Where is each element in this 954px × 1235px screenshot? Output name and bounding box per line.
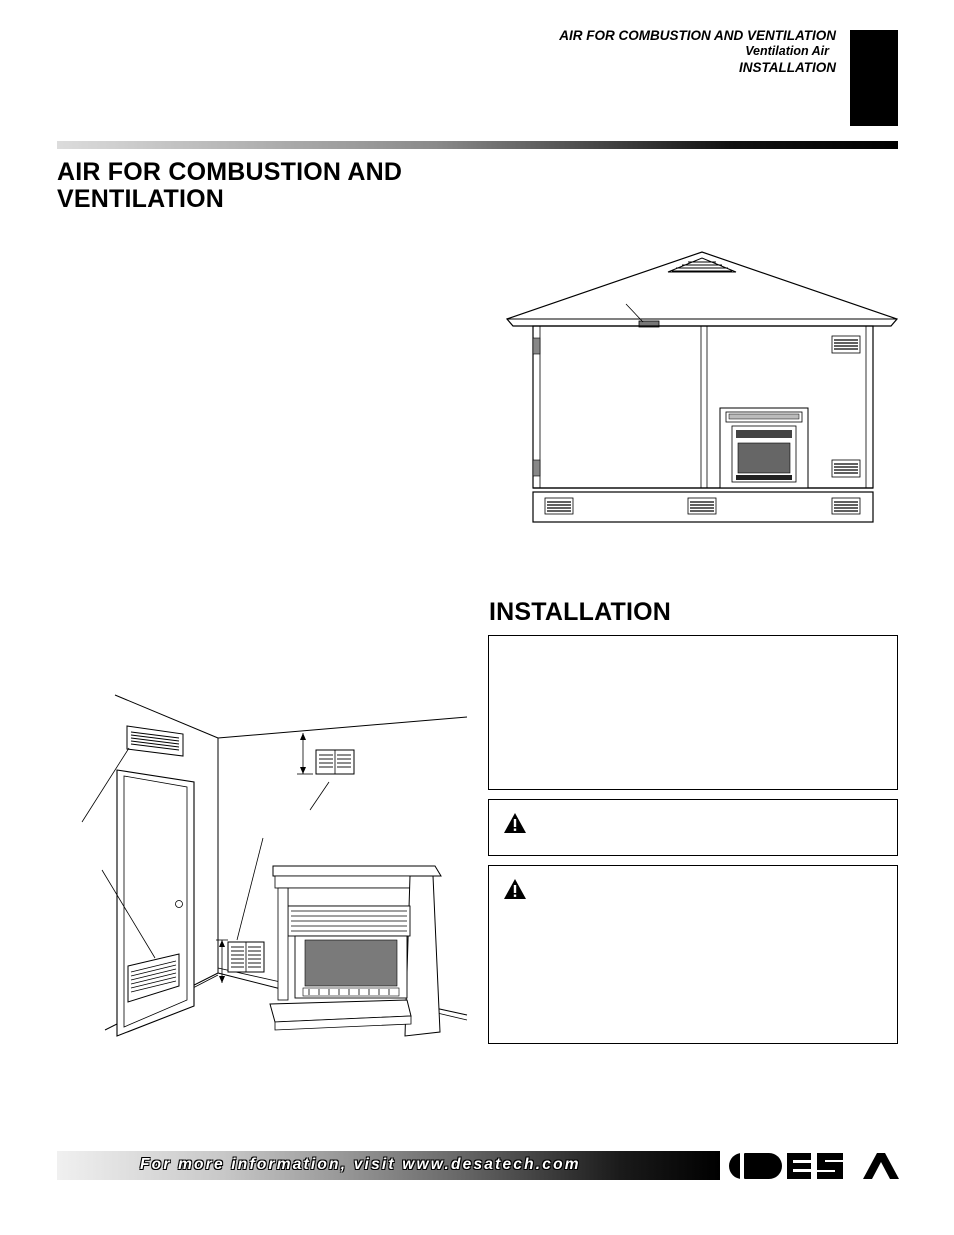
warning-box <box>488 799 898 856</box>
section-title-air: AIR FOR COMBUSTION AND VENTILATION <box>57 158 403 213</box>
section-title-installation: INSTALLATION <box>489 598 672 626</box>
desa-logo <box>729 1153 899 1179</box>
page-tab-marker <box>850 30 898 126</box>
notice-box <box>488 635 898 790</box>
house-ventilation-diagram <box>505 251 899 523</box>
warning-triangle-icon <box>504 879 526 899</box>
warning-box-2 <box>488 865 898 1044</box>
footer-link-text[interactable]: For more information, visit www.desatech… <box>140 1156 581 1173</box>
footer-bar <box>57 1151 720 1180</box>
room-vent-illustration <box>81 694 468 1037</box>
header-subsection: Ventilation Air <box>745 44 829 58</box>
header-installation: INSTALLATION <box>739 60 836 75</box>
warning-triangle-icon <box>504 813 526 833</box>
header-section-title: AIR FOR COMBUSTION AND VENTILATION <box>559 28 836 43</box>
header-rule <box>57 141 898 149</box>
